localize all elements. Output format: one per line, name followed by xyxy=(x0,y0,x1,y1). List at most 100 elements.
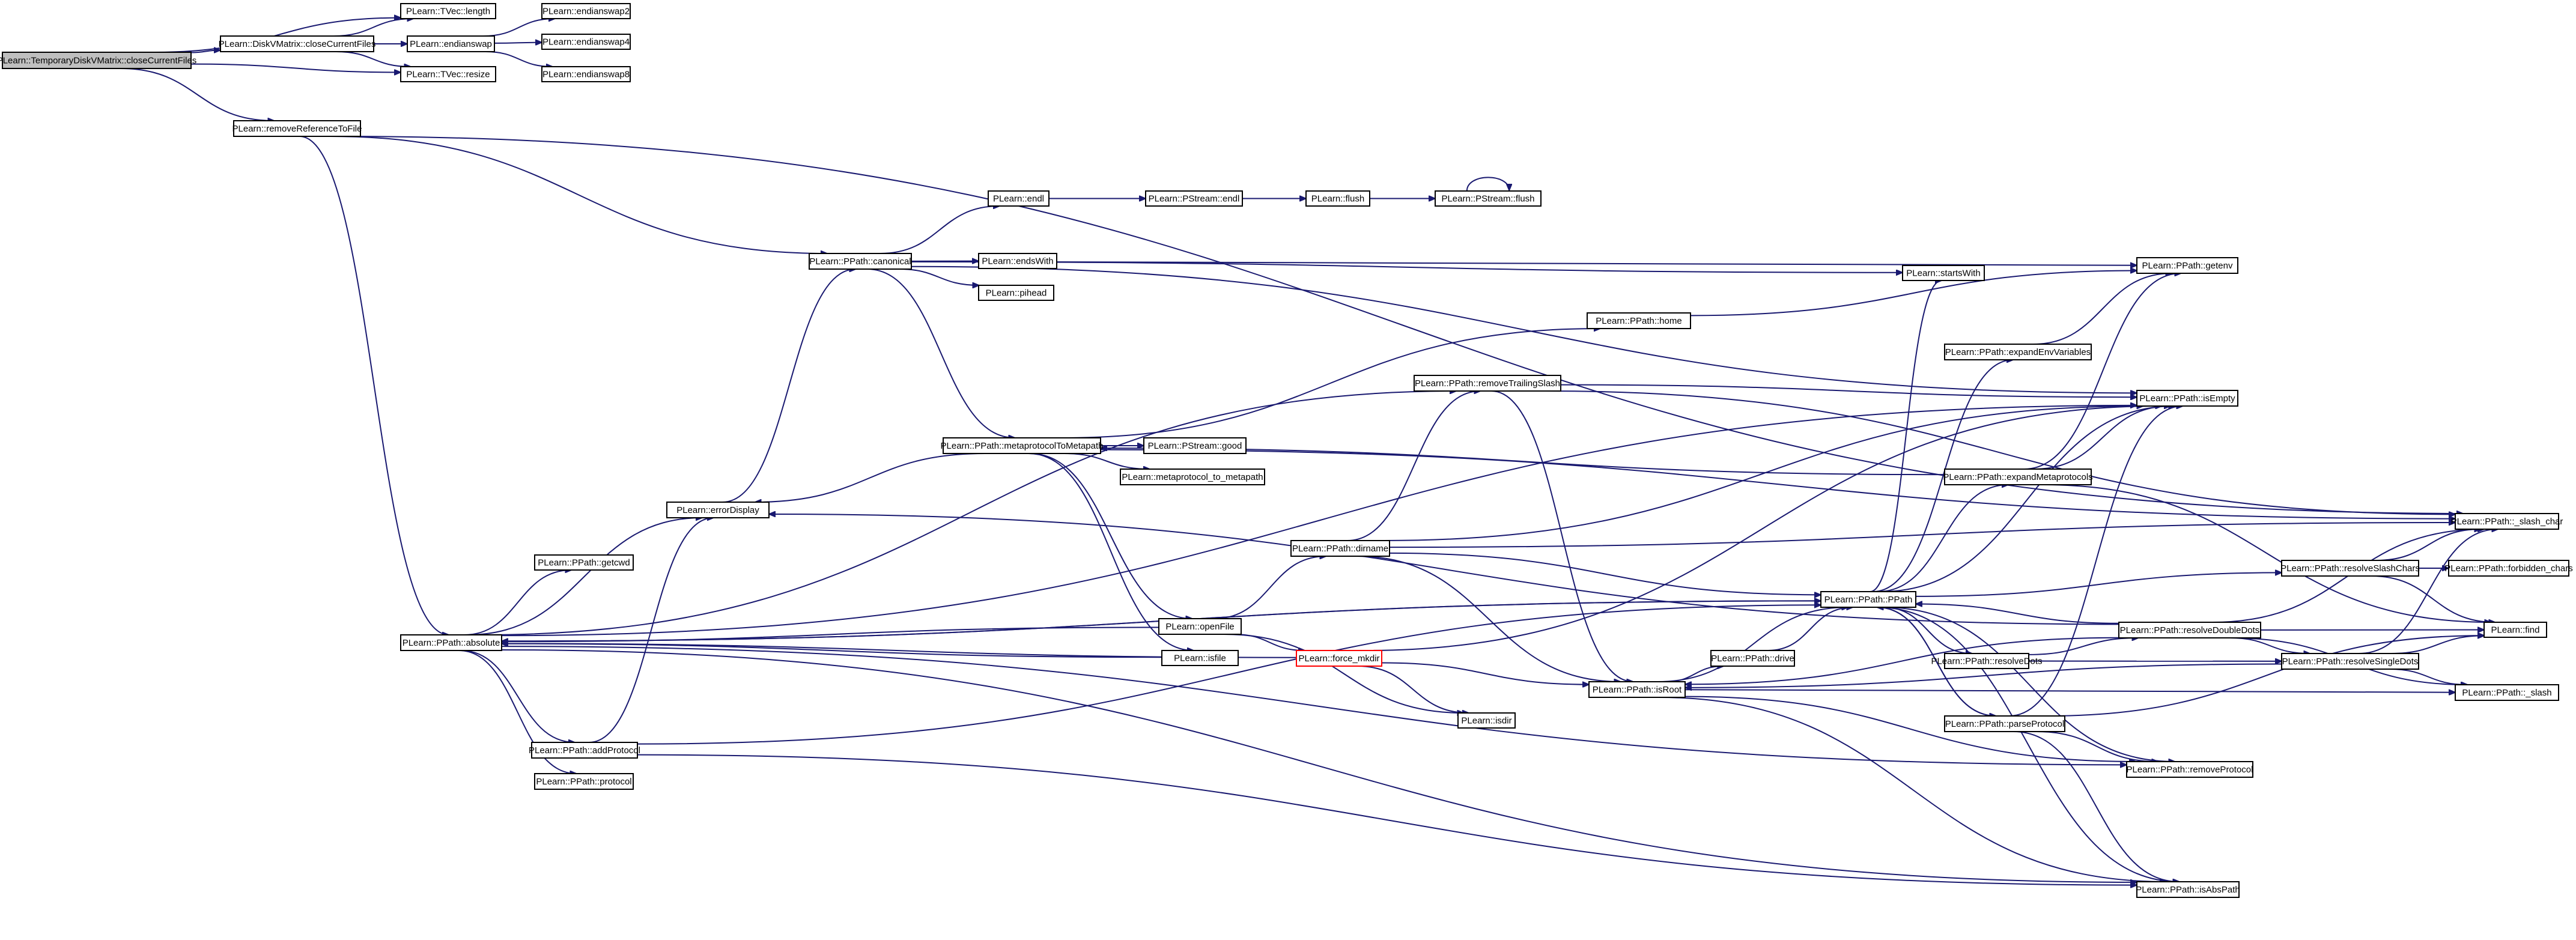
node-box[interactable] xyxy=(2448,560,2569,577)
node-drive[interactable]: PLearn::PPath::drive xyxy=(1710,650,1795,667)
node-box[interactable] xyxy=(2,52,192,69)
node-tvec-length[interactable]: PLearn::TVec::length xyxy=(400,3,496,19)
node-pcpath[interactable]: PLearn::PPath::PPath xyxy=(1820,591,1916,608)
node-box[interactable] xyxy=(541,66,631,82)
node-box[interactable] xyxy=(1944,653,2029,669)
node-closeCurrentFiles-tdv[interactable]: PLearn::TemporaryDiskVMatrix::closeCurre… xyxy=(0,52,196,69)
node-endianswap2[interactable]: PLearn::endianswap2 xyxy=(541,3,631,19)
node-removeReferenceToFile[interactable]: PLearn::removeReferenceToFile xyxy=(232,120,362,137)
node-box[interactable] xyxy=(1143,437,1247,454)
node-box[interactable] xyxy=(1944,715,2065,732)
node-box[interactable] xyxy=(1457,712,1516,729)
node-box[interactable] xyxy=(1161,650,1239,666)
node-endianswap8[interactable]: PLearn::endianswap8 xyxy=(541,66,631,82)
node-box[interactable] xyxy=(407,35,495,52)
node-box[interactable] xyxy=(1902,265,1985,281)
node-box[interactable] xyxy=(1414,375,1561,392)
node-dirname[interactable]: PLearn::PPath::dirname xyxy=(1290,540,1390,557)
node-errorDisplay[interactable]: PLearn::errorDisplay xyxy=(666,502,770,518)
node-canonical[interactable]: PLearn::PPath::canonical xyxy=(809,253,912,270)
node-endianswap[interactable]: PLearn::endianswap xyxy=(407,35,495,52)
node-getcwd[interactable]: PLearn::PPath::getcwd xyxy=(534,554,634,571)
node-box[interactable] xyxy=(2136,881,2240,898)
node-pihead[interactable]: PLearn::pihead xyxy=(978,285,1054,301)
node-tvec-resize[interactable]: PLearn::TVec::resize xyxy=(400,66,496,82)
node-removeProtocol[interactable]: PLearn::PPath::removeProtocol xyxy=(2126,761,2253,778)
node-flush[interactable]: PLearn::flush xyxy=(1305,190,1370,207)
node-box[interactable] xyxy=(541,34,631,50)
node-isdir[interactable]: PLearn::isdir xyxy=(1457,712,1516,729)
node-box[interactable] xyxy=(988,190,1050,207)
node-box[interactable] xyxy=(1820,591,1916,608)
node-removeTrailingSlash[interactable]: PLearn::PPath::removeTrailingSlash xyxy=(1414,375,1561,392)
node-pstream-flush[interactable]: PLearn::PStream::flush xyxy=(1435,190,1542,207)
node-slash[interactable]: PLearn::PPath::_slash xyxy=(2455,684,2559,701)
node-home[interactable]: PLearn::PPath::home xyxy=(1587,312,1691,329)
node-isfile[interactable]: PLearn::isfile xyxy=(1161,650,1239,666)
node-protocol[interactable]: PLearn::PPath::protocol xyxy=(534,773,634,790)
node-endl[interactable]: PLearn::endl xyxy=(988,190,1050,207)
node-endsWith[interactable]: PLearn::endsWith xyxy=(978,253,1057,269)
node-box[interactable] xyxy=(2136,390,2238,407)
node-box[interactable] xyxy=(1710,650,1795,667)
node-absolute[interactable]: PLearn::PPath::absolute xyxy=(400,634,502,651)
node-metaprotocol-to-metapath[interactable]: PLearn::metaprotocol_to_metapath xyxy=(1120,468,1265,485)
node-box[interactable] xyxy=(666,502,770,518)
node-box[interactable] xyxy=(1305,190,1370,207)
node-pstream-good[interactable]: PLearn::PStream::good xyxy=(1143,437,1247,454)
node-isEmpty[interactable]: PLearn::PPath::isEmpty xyxy=(2136,390,2238,407)
node-box[interactable] xyxy=(1588,681,1686,698)
node-box[interactable] xyxy=(1290,540,1390,557)
node-expandEnvVariables[interactable]: PLearn::PPath::expandEnvVariables xyxy=(1944,344,2092,360)
node-box[interactable] xyxy=(1145,190,1243,207)
node-box[interactable] xyxy=(2118,622,2261,638)
node-force-mkdir[interactable]: PLearn::force_mkdir xyxy=(1296,650,1382,667)
node-box[interactable] xyxy=(1435,190,1542,207)
node-slash-char[interactable]: PLearn::PPath::_slash_char xyxy=(2451,513,2563,530)
node-isRoot[interactable]: PLearn::PPath::isRoot xyxy=(1588,681,1686,698)
node-box[interactable] xyxy=(1944,468,2092,485)
node-closeCurrentFiles-dv[interactable]: PLearn::DiskVMatrix::closeCurrentFiles xyxy=(219,35,376,52)
node-resolveDots[interactable]: PLearn::PPath::resolveDots xyxy=(1931,653,2043,669)
node-box[interactable] xyxy=(400,66,496,82)
node-box[interactable] xyxy=(2126,761,2253,778)
node-resolveDoubleDots[interactable]: PLearn::PPath::resolveDoubleDots xyxy=(2118,622,2261,638)
node-box[interactable] xyxy=(2455,684,2559,701)
node-box[interactable] xyxy=(809,253,912,270)
node-resolveSlashChars[interactable]: PLearn::PPath::resolveSlashChars xyxy=(2280,560,2420,577)
node-box[interactable] xyxy=(978,285,1054,301)
node-box[interactable] xyxy=(943,437,1101,454)
node-box[interactable] xyxy=(2281,560,2419,577)
node-box[interactable] xyxy=(1587,312,1691,329)
node-box[interactable] xyxy=(2455,513,2559,530)
node-getenv[interactable]: PLearn::PPath::getenv xyxy=(2136,257,2238,274)
node-box[interactable] xyxy=(2483,622,2547,638)
node-resolveSingleDots[interactable]: PLearn::PPath::resolveSingleDots xyxy=(2281,653,2419,670)
node-isAbsPath[interactable]: PLearn::PPath::isAbsPath xyxy=(2136,881,2240,898)
node-expandMetaprotocols[interactable]: PLearn::PPath::expandMetaprotocols xyxy=(1943,468,2093,485)
node-box[interactable] xyxy=(534,554,634,571)
node-openFile[interactable]: PLearn::openFile xyxy=(1158,618,1242,635)
node-box[interactable] xyxy=(1120,468,1265,485)
node-endianswap4[interactable]: PLearn::endianswap4 xyxy=(541,34,631,50)
node-box[interactable] xyxy=(400,3,496,19)
node-box[interactable] xyxy=(1296,650,1382,667)
node-find[interactable]: PLearn::find xyxy=(2483,622,2547,638)
node-box[interactable] xyxy=(978,253,1057,269)
node-metaprotocolToMetapath[interactable]: PLearn::PPath::metaprotocolToMetapath xyxy=(941,437,1104,454)
node-box[interactable] xyxy=(541,3,631,19)
node-parseProtocol[interactable]: PLearn::PPath::parseProtocol xyxy=(1944,715,2065,732)
node-addProtocol[interactable]: PLearn::PPath::addProtocol xyxy=(529,742,640,759)
node-box[interactable] xyxy=(220,35,374,52)
node-box[interactable] xyxy=(1158,618,1242,635)
node-box[interactable] xyxy=(534,773,634,790)
node-box[interactable] xyxy=(233,120,361,137)
node-forbidden-chars[interactable]: PLearn::PPath::forbidden_chars xyxy=(2444,560,2573,577)
node-startsWith[interactable]: PLearn::startsWith xyxy=(1902,265,1985,281)
node-box[interactable] xyxy=(1944,344,2092,360)
node-box[interactable] xyxy=(400,634,502,651)
node-box[interactable] xyxy=(2281,653,2419,670)
node-pstream-endl[interactable]: PLearn::PStream::endl xyxy=(1145,190,1243,207)
node-box[interactable] xyxy=(2136,257,2238,274)
node-box[interactable] xyxy=(531,742,638,759)
